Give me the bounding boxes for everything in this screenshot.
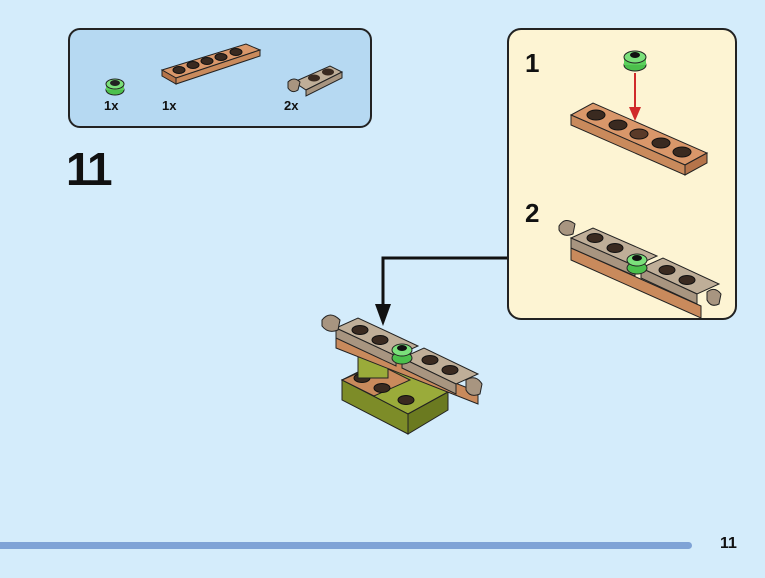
page-number: 11 [720,535,737,552]
step-number: 11 [66,143,113,195]
parts-list-box: 1x 1x 2x [68,28,372,128]
page-progress-bar [0,542,692,549]
sub-step-number: 1 [525,48,540,78]
brown-plate-1x6-icon [160,43,262,85]
substep-1-illustration-icon [569,50,709,176]
sub-step-number: 2 [525,198,540,228]
part-quantity: 1x [104,98,119,113]
green-round-plate-icon [105,78,125,96]
model-assembly-icon [321,314,483,435]
sub-assembly-callout: 1 2 [507,28,737,320]
part-quantity: 1x [162,98,177,113]
part-quantity: 2x [284,98,299,113]
connector-arrow-icon [375,256,507,326]
tan-clip-plate-icon [287,65,344,97]
substep-2-illustration-icon [558,220,722,319]
